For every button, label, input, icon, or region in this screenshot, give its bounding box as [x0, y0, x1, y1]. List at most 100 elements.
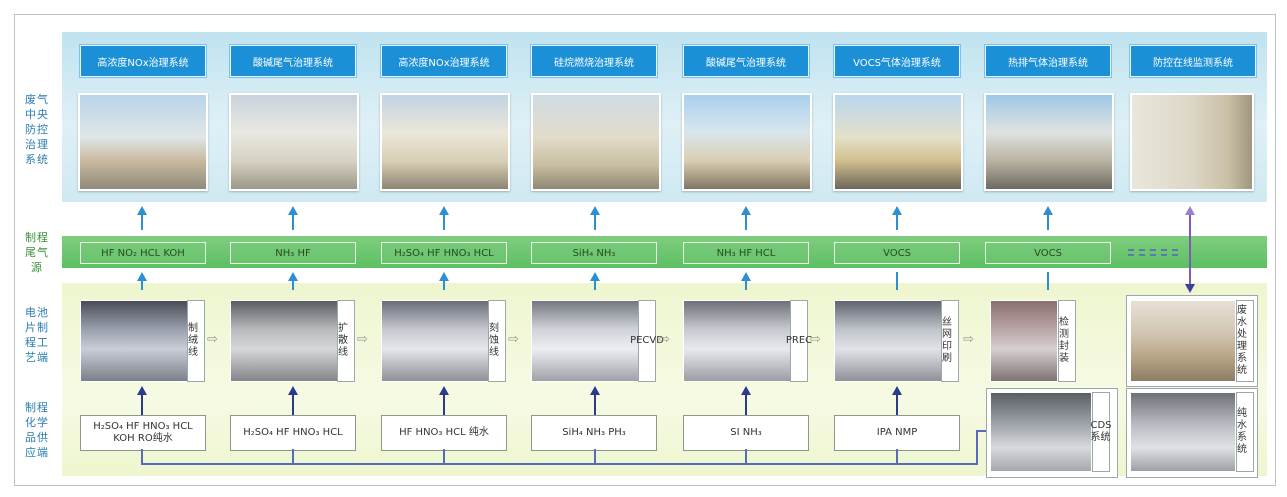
- system-photo: [229, 93, 359, 191]
- chemical-box: SI NH₃: [683, 415, 809, 451]
- row-label-process: 电池片制程工艺端: [25, 306, 49, 364]
- arrow-shaft: [443, 215, 445, 230]
- arrow-down-icon: [1185, 284, 1195, 293]
- process-photo: [834, 300, 942, 382]
- process-label: 制绒线: [187, 300, 205, 382]
- row-label-gases: 制程尾气源: [25, 231, 49, 274]
- dashed-link: [1128, 249, 1178, 251]
- system-photo: [380, 93, 510, 191]
- arrow-shaft: [141, 215, 143, 230]
- arrow-up-icon: [288, 206, 298, 215]
- arrow-shaft: [443, 280, 445, 290]
- arrow-up-icon: [1043, 206, 1053, 215]
- arrow-up-icon: [590, 386, 600, 395]
- arrow-shaft: [745, 215, 747, 230]
- arrow-shaft: [292, 280, 294, 290]
- arrow-shaft: [292, 215, 294, 230]
- cds-label: CDS系统: [1090, 392, 1112, 472]
- chemical-box: H₂SO₄ HF HNO₃ HCL KOH RO纯水: [80, 415, 206, 451]
- arrow-shaft: [896, 272, 898, 290]
- arrow-up-icon: [137, 206, 147, 215]
- process-label: 扩散线: [337, 300, 355, 382]
- system-photo: [984, 93, 1114, 191]
- flow-arrow-icon: ⇨: [810, 332, 821, 347]
- arrow-shaft: [1047, 215, 1049, 230]
- arrow-shaft: [594, 280, 596, 290]
- arrow-up-icon: [288, 386, 298, 395]
- process-label: PREC: [786, 300, 812, 382]
- supply-pipe: [976, 430, 990, 432]
- cds-photo: [990, 392, 1092, 472]
- system-photo: [531, 93, 661, 191]
- flow-arrow-icon: ⇨: [963, 332, 974, 347]
- gas-band: [62, 236, 1267, 268]
- arrow-up-icon: [439, 272, 449, 281]
- row-label-chemicals: 制程化学品供应端: [25, 401, 49, 459]
- pure-water-label: 纯水系统: [1236, 392, 1254, 472]
- chemical-box: SiH₄ NH₃ PH₃: [531, 415, 657, 451]
- supply-pipe: [141, 463, 977, 465]
- arrow-shaft: [745, 393, 747, 415]
- process-photo: [683, 300, 791, 382]
- gas-source-box: VOCS: [834, 242, 960, 264]
- supply-pipe: [443, 449, 445, 465]
- system-title: 酸碱尾气治理系统: [683, 45, 809, 77]
- arrow-up-icon: [590, 206, 600, 215]
- process-label: 检测封装: [1058, 300, 1076, 382]
- flow-arrow-icon: ⇨: [659, 332, 670, 347]
- arrow-shaft: [292, 393, 294, 415]
- system-photo: [833, 93, 963, 191]
- arrow-shaft: [141, 280, 143, 290]
- arrow-up-icon: [892, 386, 902, 395]
- pure-water-photo: [1130, 392, 1236, 472]
- arrow-up-icon: [439, 386, 449, 395]
- process-label: PECVD: [630, 300, 664, 382]
- system-title: VOCS气体治理系统: [834, 45, 960, 77]
- flow-arrow-icon: ⇨: [357, 332, 368, 347]
- supply-pipe: [896, 449, 898, 465]
- process-photo: [230, 300, 338, 382]
- arrow-up-icon: [439, 206, 449, 215]
- row-label-exhaust: 废气中央防控治理系统: [25, 93, 49, 166]
- process-photo: [80, 300, 188, 382]
- system-title: 酸碱尾气治理系统: [230, 45, 356, 77]
- arrow-up-icon: [1185, 206, 1195, 215]
- system-photo: [1130, 93, 1254, 191]
- arrow-shaft: [745, 280, 747, 290]
- arrow-shaft: [594, 215, 596, 230]
- system-title: 防控在线监测系统: [1130, 45, 1256, 77]
- supply-pipe: [745, 449, 747, 465]
- gas-source-box: HF NO₂ HCL KOH: [80, 242, 206, 264]
- flow-arrow-icon: ⇨: [207, 332, 218, 347]
- supply-pipe: [594, 449, 596, 465]
- system-title: 热排气体治理系统: [985, 45, 1111, 77]
- process-label: 丝网印刷: [941, 300, 959, 382]
- arrow-shaft: [141, 393, 143, 415]
- dashed-link: [1128, 254, 1178, 256]
- process-label: 废水处理系统: [1236, 300, 1254, 382]
- flow-arrow-icon: ⇨: [508, 332, 519, 347]
- gas-source-box: H₂SO₄ HF HNO₃ HCL: [381, 242, 507, 264]
- process-photo: [990, 300, 1058, 382]
- arrow-shaft: [1047, 272, 1049, 290]
- arrow-up-icon: [741, 206, 751, 215]
- monitor-link-shaft: [1189, 214, 1191, 286]
- system-title: 高浓度NOx治理系统: [381, 45, 507, 77]
- process-photo: [1130, 300, 1236, 382]
- process-label: 刻蚀线: [488, 300, 506, 382]
- gas-source-box: NH₃ HF: [230, 242, 356, 264]
- process-photo: [381, 300, 489, 382]
- arrow-up-icon: [288, 272, 298, 281]
- gas-source-box: VOCS: [985, 242, 1111, 264]
- arrow-up-icon: [892, 206, 902, 215]
- supply-pipe: [976, 430, 978, 465]
- arrow-up-icon: [137, 272, 147, 281]
- system-photo: [78, 93, 208, 191]
- chemical-box: H₂SO₄ HF HNO₃ HCL: [230, 415, 356, 451]
- arrow-shaft: [896, 215, 898, 230]
- system-title: 硅烷燃烧治理系统: [531, 45, 657, 77]
- system-photo: [682, 93, 812, 191]
- supply-pipe: [292, 449, 294, 465]
- arrow-shaft: [594, 393, 596, 415]
- arrow-up-icon: [741, 386, 751, 395]
